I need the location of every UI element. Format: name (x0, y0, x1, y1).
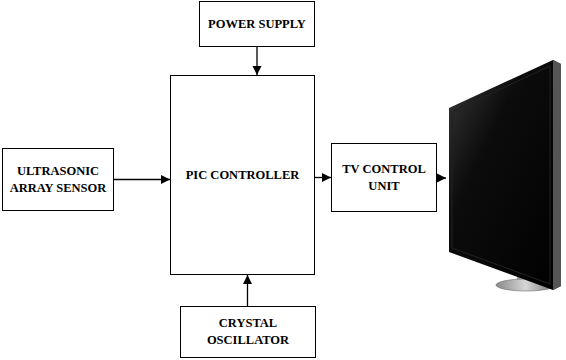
box-label: ULTRASONIC ARRAY SENSOR (3, 163, 113, 197)
box-label: PIC CONTROLLER (182, 167, 304, 184)
oscillator-box: CRYSTAL OSCILLATOR (180, 306, 316, 358)
box-label: POWER SUPPLY (204, 16, 310, 33)
signal-arrow (256, 47, 257, 75)
sensor-box: ULTRASONIC ARRAY SENSOR (2, 148, 114, 211)
box-label: CRYSTAL OSCILLATOR (181, 315, 315, 349)
signal-arrow (114, 179, 170, 180)
signal-arrow (247, 275, 248, 306)
controller-box: PIC CONTROLLER (170, 75, 315, 275)
tv-screen (449, 60, 561, 290)
signal-arrow (315, 177, 331, 178)
tv-edge (553, 60, 561, 290)
control-unit-box: TV CONTROL UNIT (331, 143, 437, 212)
box-label: TV CONTROL UNIT (332, 161, 436, 195)
power-box: POWER SUPPLY (199, 1, 315, 47)
tv-bezel (452, 66, 550, 284)
